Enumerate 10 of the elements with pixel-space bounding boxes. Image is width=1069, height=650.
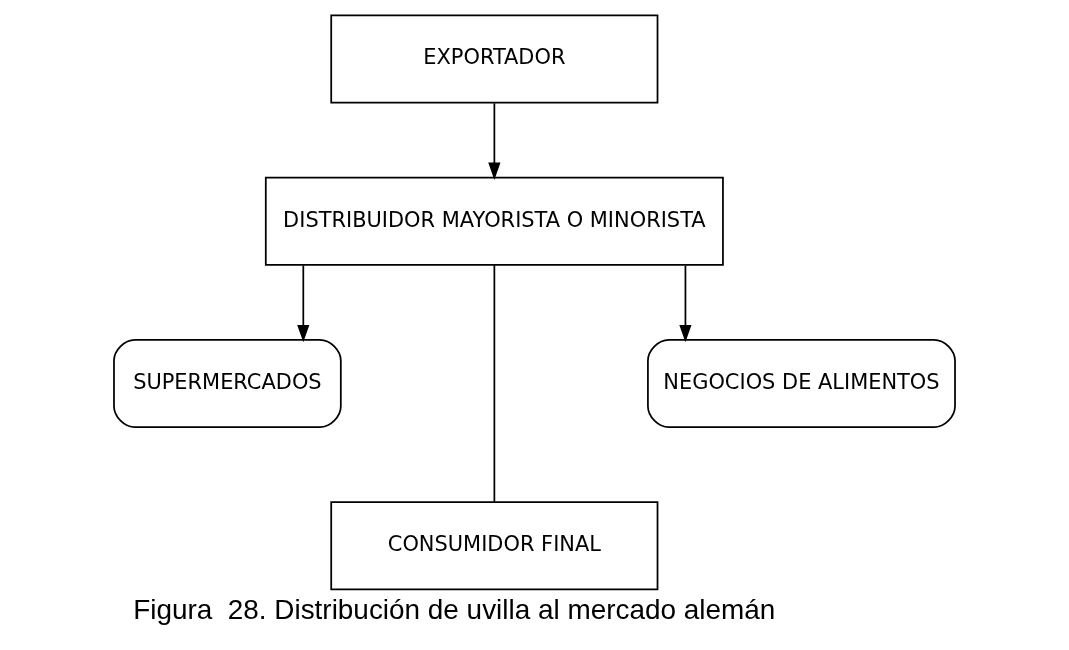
arrow	[488, 102, 501, 181]
connector	[493, 264, 496, 503]
node-box: CONSUMIDOR FINAL	[330, 501, 659, 591]
arrow	[679, 264, 692, 343]
node-box: EXPORTADOR	[330, 14, 659, 104]
node-box: SUPERMERCADOS	[113, 338, 342, 428]
node-box: NEGOCIOS DE ALIMENTOS	[647, 338, 956, 428]
caption: Figura 28. Distribución de uvilla al mercado alemán	[133, 593, 776, 625]
arrow	[297, 264, 310, 343]
node-box: DISTRIBUIDOR MAYORISTA O MINORISTA	[264, 176, 724, 266]
